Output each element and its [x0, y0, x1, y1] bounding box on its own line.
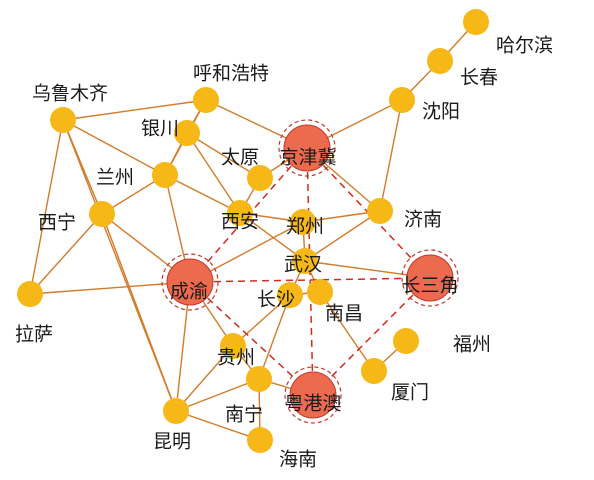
city-node-nanchang — [307, 279, 333, 305]
cluster-ring-changsanjiao — [401, 249, 459, 307]
edge-xining-kunming — [101, 213, 177, 412]
edge-guiyang-kunming — [175, 345, 234, 412]
city-node-zhengzhou — [290, 209, 316, 235]
node-label-kunming: 昆明 — [153, 431, 191, 453]
cluster-node-yuegangao — [289, 371, 337, 419]
edge-yinchuan-taiyuan — [186, 132, 261, 179]
city-node-changsha — [277, 282, 303, 308]
city-node-changchun — [427, 48, 453, 74]
node-label-haikou: 海南 — [279, 449, 317, 471]
node-label-changsanjiao: 长三角 — [401, 275, 458, 297]
node-label-zhengzhou: 郑州 — [286, 216, 324, 238]
node-label-urumqi: 乌鲁木齐 — [32, 83, 108, 105]
node-label-xian: 西安 — [221, 211, 259, 233]
node-label-taiyuan: 太原 — [221, 147, 259, 169]
edge-nanning-kunming — [175, 378, 260, 412]
hub-link-chengyu-yuegangao — [189, 281, 314, 396]
edge-urumqi-lanzhou — [62, 119, 166, 176]
node-label-changchun: 长春 — [460, 67, 498, 89]
node-label-xiamen: 厦门 — [391, 382, 429, 404]
edge-xian-wuhan — [239, 212, 306, 262]
node-label-jingjinji: 京津冀 — [279, 147, 336, 169]
city-node-taiyuan — [247, 165, 273, 191]
node-label-yinchuan: 银川 — [141, 118, 179, 140]
city-node-jinan — [367, 198, 393, 224]
node-label-fuzhou: 福州 — [453, 334, 491, 356]
city-node-guiyang — [220, 333, 246, 359]
city-node-lanzhou — [152, 162, 178, 188]
cluster-node-jingjinji — [283, 124, 331, 172]
cluster-ring-chengyu — [161, 253, 219, 311]
city-node-lhasa — [17, 281, 43, 307]
node-label-jinan: 济南 — [404, 209, 442, 231]
node-label-guiyang: 贵州 — [217, 347, 255, 369]
city-node-harbin — [463, 9, 489, 35]
city-node-hohhot — [193, 87, 219, 113]
node-label-lanzhou: 兰州 — [96, 167, 134, 189]
hub-link-chengyu-changsanjiao — [189, 277, 431, 283]
node-layer — [17, 9, 489, 453]
city-node-wuhan — [292, 248, 318, 274]
city-node-yinchuan — [174, 120, 200, 146]
node-label-chengyu: 成渝 — [170, 281, 208, 303]
edge-nanchang-xiamen — [319, 291, 375, 372]
cluster-node-chengyu — [166, 258, 214, 306]
node-label-xining: 西宁 — [38, 212, 76, 234]
edge-kunming-haikou — [175, 410, 261, 441]
city-node-nanning — [246, 366, 272, 392]
edge-changsha-nanning — [258, 294, 291, 380]
node-label-hohhot: 呼和浩特 — [193, 63, 269, 85]
edge-lhasa-chengyu — [29, 281, 191, 295]
node-label-nanning: 南宁 — [225, 404, 263, 426]
city-node-xining — [89, 201, 115, 227]
cluster-ring-yuegangao — [284, 366, 342, 424]
cluster-node-changsanjiao — [406, 254, 454, 302]
node-label-shenyang: 沈阳 — [422, 101, 460, 123]
city-node-shenyang — [389, 87, 415, 113]
city-node-xian — [227, 200, 253, 226]
edge-yinchuan-xian — [186, 132, 241, 214]
city-node-xiamen — [361, 358, 387, 384]
edge-urumqi-lhasa — [29, 119, 64, 295]
city-node-fuzhou — [393, 328, 419, 354]
city-node-kunming — [163, 398, 189, 424]
city-node-haikou — [247, 427, 273, 453]
edge-lanzhou-xian — [164, 174, 241, 214]
node-label-changsha: 长沙 — [257, 289, 295, 311]
edge-shenyang-jinan — [379, 99, 403, 212]
node-label-wuhan: 武汉 — [284, 254, 322, 276]
edge-urumqi-hohhot — [62, 99, 207, 121]
edge-jinan-wuhan — [304, 210, 381, 262]
edge-xining-lhasa — [29, 213, 103, 295]
node-label-nanchang: 南昌 — [325, 303, 363, 325]
city-node-urumqi — [50, 107, 76, 133]
node-label-harbin: 哈尔滨 — [496, 35, 553, 57]
cluster-ring-jingjinji — [278, 119, 336, 177]
node-label-lhasa: 拉萨 — [15, 324, 53, 346]
node-label-yuegangao: 粤港澳 — [284, 393, 341, 415]
